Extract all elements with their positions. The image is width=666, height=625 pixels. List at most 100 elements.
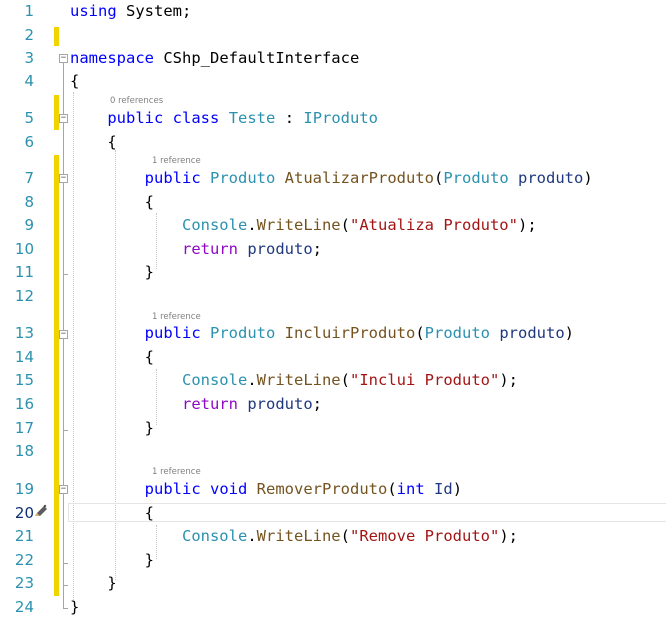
code-line[interactable]: 20 {	[0, 502, 666, 524]
code-text[interactable]: }	[70, 551, 154, 569]
code-text[interactable]: namespace CShp_DefaultInterface	[70, 49, 360, 67]
code-line[interactable]: 6 {	[0, 131, 666, 153]
code-token: Teste	[228, 109, 276, 127]
code-token: Produto	[443, 169, 509, 187]
code-text[interactable]: }	[70, 598, 80, 616]
code-text[interactable]: Console.WriteLine("Remove Produto");	[181, 527, 518, 545]
code-token: "Atualiza Produto"	[350, 216, 518, 234]
code-text[interactable]: {	[70, 72, 80, 90]
code-token: Console	[181, 371, 248, 389]
code-token: IncluirProduto	[284, 324, 416, 342]
code-line[interactable]: 23 }	[0, 572, 666, 594]
code-token: using	[70, 2, 117, 20]
code-line[interactable]: 9 Console.WriteLine("Atualiza Produto");	[0, 214, 666, 236]
code-line[interactable]: 14 {	[0, 346, 666, 368]
code-token: produto	[499, 324, 565, 342]
code-line[interactable]: 17 }	[0, 417, 666, 439]
code-line[interactable]: 5 public class Teste : IProduto	[0, 107, 666, 129]
codelens-references[interactable]: 0 references	[110, 96, 164, 106]
code-text[interactable]: public Produto AtualizarProduto(Produto …	[144, 169, 593, 187]
line-number: 12	[14, 287, 34, 305]
code-token: class	[172, 109, 220, 127]
collapse-method-icon[interactable]: −	[59, 329, 68, 339]
code-token: WriteLine	[256, 371, 341, 389]
code-token: Produto	[424, 324, 490, 342]
code-text[interactable]: Console.WriteLine("Inclui Produto");	[181, 371, 518, 389]
line-number: 19	[14, 480, 34, 498]
outline-end	[63, 274, 68, 275]
line-number: 1	[24, 2, 34, 20]
line-number: 8	[24, 193, 34, 211]
code-token: produto	[518, 169, 584, 187]
code-line[interactable]: 15 Console.WriteLine("Inclui Produto");	[0, 369, 666, 391]
code-text[interactable]: {	[70, 348, 154, 366]
code-text[interactable]: }	[70, 419, 154, 437]
code-text[interactable]: {	[70, 133, 117, 151]
code-token: public	[144, 324, 201, 342]
codelens-references[interactable]: 1 reference	[152, 467, 201, 477]
indent-guide	[73, 92, 74, 602]
code-token: public	[144, 169, 201, 187]
collapse-class-icon[interactable]: −	[59, 113, 68, 123]
code-line[interactable]: 8 {	[0, 191, 666, 213]
code-text[interactable]: }	[70, 263, 154, 281]
code-line[interactable]: 22 }	[0, 549, 666, 571]
code-token: public	[107, 109, 164, 127]
change-marker	[54, 155, 59, 596]
line-number: 2	[24, 26, 34, 44]
code-token: Console	[181, 527, 248, 545]
code-token: "Remove Produto"	[350, 527, 500, 545]
code-line[interactable]: 7 public Produto AtualizarProduto(Produt…	[0, 167, 666, 189]
code-line[interactable]: 16 return produto;	[0, 393, 666, 415]
code-line[interactable]: 12	[0, 285, 666, 307]
outline-end	[63, 563, 68, 564]
line-number: 22	[14, 551, 34, 569]
code-text[interactable]: Console.WriteLine("Atualiza Produto");	[181, 216, 537, 234]
collapse-namespace-icon[interactable]: −	[59, 53, 68, 63]
collapse-method-icon[interactable]: −	[59, 484, 68, 494]
code-text[interactable]: {	[70, 193, 154, 211]
code-line[interactable]: 24}	[0, 596, 666, 618]
change-marker	[54, 27, 59, 46]
code-text[interactable]: return produto;	[181, 240, 322, 258]
line-number: 20	[14, 504, 34, 522]
code-token: RemoverProduto	[256, 480, 388, 498]
code-line[interactable]: 4{	[0, 70, 666, 92]
line-number: 15	[14, 371, 34, 389]
line-number: 11	[14, 263, 34, 281]
code-token: Produto	[210, 169, 276, 187]
code-text[interactable]: return produto;	[181, 395, 322, 413]
line-number: 17	[14, 419, 34, 437]
code-text[interactable]: public class Teste : IProduto	[107, 109, 379, 127]
codelens-references[interactable]: 1 reference	[152, 312, 201, 322]
code-line[interactable]: 2	[0, 24, 666, 46]
code-token: "Inclui Produto"	[350, 371, 500, 389]
collapse-method-icon[interactable]: −	[59, 173, 68, 183]
codelens-references[interactable]: 1 reference	[152, 156, 201, 166]
code-line[interactable]: 21 Console.WriteLine("Remove Produto");	[0, 525, 666, 547]
line-number: 21	[14, 527, 34, 545]
code-line[interactable]: 18	[0, 440, 666, 462]
code-token: Id	[434, 480, 453, 498]
code-line[interactable]: 10 return produto;	[0, 238, 666, 260]
code-line[interactable]: 11 }	[0, 261, 666, 283]
line-number: 18	[14, 442, 34, 460]
line-number: 9	[24, 216, 34, 234]
code-line[interactable]: 1 using System;	[0, 0, 666, 22]
outline-end	[63, 430, 68, 431]
code-line[interactable]: 13 public Produto IncluirProduto(Produto…	[0, 322, 666, 344]
quick-actions-pencil-icon[interactable]	[33, 504, 49, 518]
code-line[interactable]: 19 public void RemoverProduto(int Id)	[0, 478, 666, 500]
code-text[interactable]: using System;	[70, 2, 192, 20]
code-text[interactable]: }	[70, 574, 117, 592]
code-token: Produto	[210, 324, 276, 342]
line-number: 16	[14, 395, 34, 413]
code-text[interactable]: public Produto IncluirProduto(Produto pr…	[144, 324, 575, 342]
code-token: produto	[247, 395, 313, 413]
code-text[interactable]: public void RemoverProduto(int Id)	[144, 480, 463, 498]
code-text[interactable]: {	[70, 504, 154, 522]
line-number: 5	[24, 109, 34, 127]
code-token: produto	[247, 240, 313, 258]
